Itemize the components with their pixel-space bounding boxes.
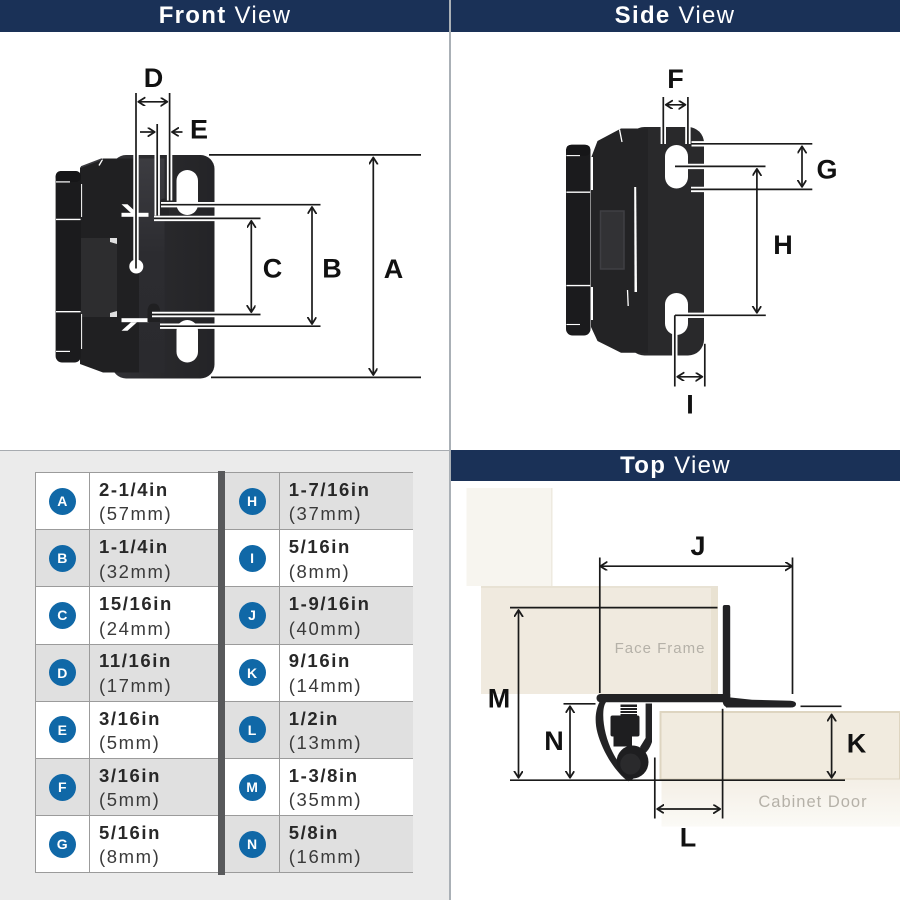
svg-text:K: K	[847, 729, 867, 759]
svg-text:A: A	[384, 254, 404, 284]
svg-text:B: B	[322, 254, 342, 284]
svg-text:J: J	[690, 531, 705, 561]
svg-text:I: I	[686, 390, 694, 420]
svg-text:C: C	[263, 254, 283, 284]
svg-text:M: M	[488, 684, 511, 714]
svg-text:F: F	[667, 64, 684, 94]
svg-text:Face Frame: Face Frame	[615, 640, 706, 657]
svg-text:L: L	[680, 823, 697, 853]
svg-text:Cabinet Door: Cabinet Door	[758, 793, 867, 811]
svg-text:H: H	[773, 230, 793, 260]
svg-text:N: N	[544, 726, 564, 756]
svg-text:E: E	[190, 115, 208, 145]
svg-text:D: D	[144, 63, 164, 93]
svg-text:G: G	[816, 155, 837, 185]
